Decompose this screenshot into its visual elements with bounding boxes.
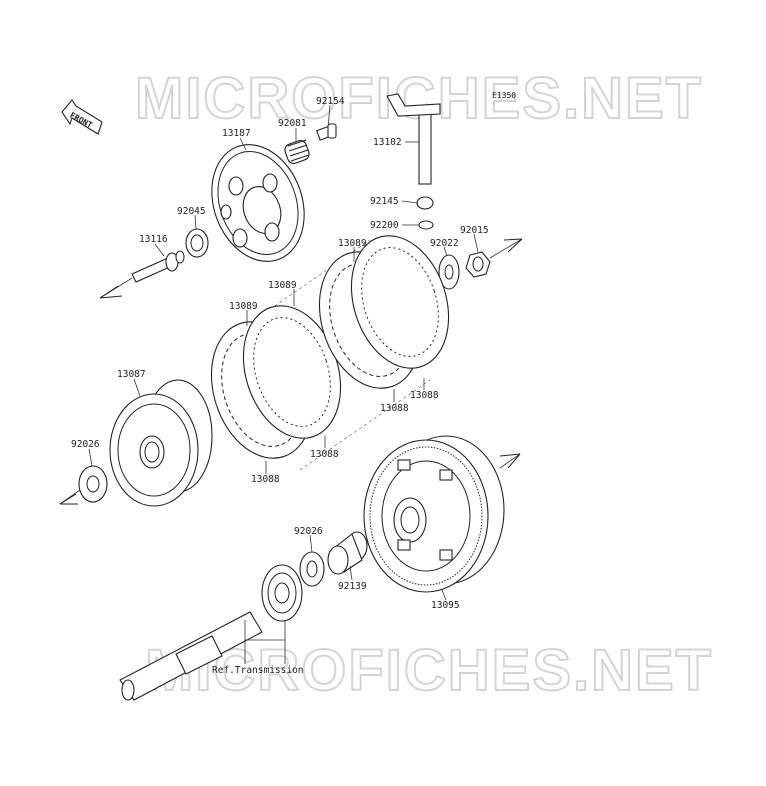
clutch-hub [109,379,213,507]
label-92045[interactable]: 92045 [177,206,206,217]
label-92026-right[interactable]: 92026 [294,526,323,537]
label-92022[interactable]: 92022 [430,238,459,249]
part-labels: 92154 92081 13187 13102 92145 92200 9204… [71,96,489,676]
transmission-shaft [119,611,263,701]
label-13102[interactable]: 13102 [373,137,402,148]
label-92139[interactable]: 92139 [338,581,367,592]
spring [284,139,310,165]
label-92026-left[interactable]: 92026 [71,439,100,450]
label-92154[interactable]: 92154 [316,96,345,107]
bearing [185,228,209,258]
diagram-code: E1350 [492,91,516,100]
clutch-housing [363,435,521,593]
watermark-bottom: MICROFICHES.NET [145,638,713,703]
label-92200[interactable]: 92200 [370,220,399,231]
front-arrow-icon: FRONT [61,99,103,135]
bolt [316,123,337,141]
label-13088-center[interactable]: 13088 [380,403,409,414]
label-13087[interactable]: 13087 [117,369,146,380]
label-13089-left[interactable]: 13089 [229,301,258,312]
transmission-bearing [261,564,303,622]
leader-lines [88,104,479,664]
clutch-plates [210,235,450,471]
label-13088-left[interactable]: 13088 [251,474,280,485]
label-13088-mid[interactable]: 13088 [310,449,339,460]
label-13089-top[interactable]: 13089 [338,238,367,249]
label-13095[interactable]: 13095 [431,600,460,611]
label-13089-mid[interactable]: 13089 [268,280,297,291]
washer-nut [438,238,523,290]
pusher-rod [99,250,185,299]
label-13088-right[interactable]: 13088 [410,390,439,401]
thrust-washer-left [59,465,108,505]
label-92145[interactable]: 92145 [370,196,399,207]
label-13116[interactable]: 13116 [139,234,168,245]
reference-label[interactable]: Ref.Transmission [212,665,304,676]
release-shaft [386,93,441,230]
label-92081[interactable]: 92081 [278,118,307,129]
sleeve [327,531,368,575]
label-13187[interactable]: 13187 [222,128,251,139]
pressure-plate [211,144,305,262]
label-92015[interactable]: 92015 [460,225,489,236]
thrust-washer-right [299,551,325,587]
watermark-top: MICROFICHES.NET [135,66,703,131]
